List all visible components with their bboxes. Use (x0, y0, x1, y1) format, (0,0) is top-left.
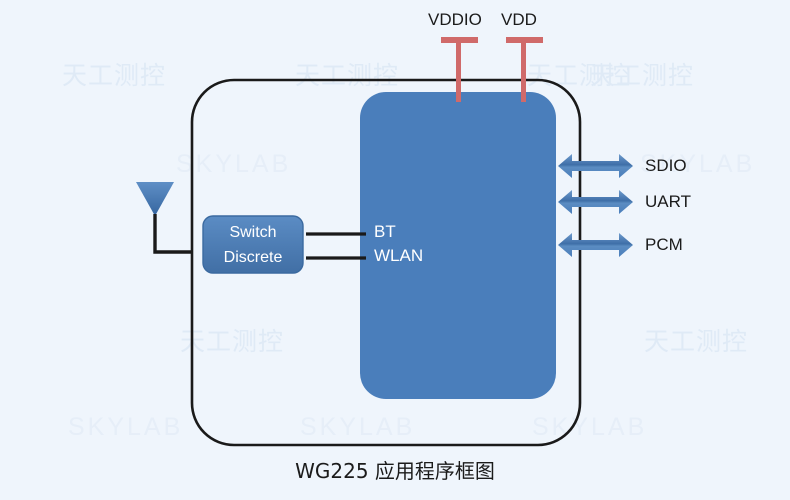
antenna-icon (136, 182, 192, 254)
power-rail-label-vddio: VDDIO (428, 10, 482, 29)
core-module-label-wlan: WLAN (374, 246, 424, 265)
diagram-caption: WG225 应用程序框图 (295, 459, 495, 483)
device-boundary-outline (190, 78, 582, 447)
interface-label-pcm: PCM (645, 235, 683, 254)
power-rail-vdd (506, 37, 543, 102)
switch-discrete-block (202, 215, 304, 274)
interface-label-sdio: SDIO (645, 156, 687, 175)
bus-arrow-sdio (558, 154, 633, 178)
bus-arrow-uart (558, 190, 633, 214)
bt-wlan-module-block (360, 92, 556, 399)
core-module-label-bt: BT (374, 222, 396, 241)
switch-block-label-switch: Switch (229, 224, 277, 241)
power-rail-vddio (441, 37, 478, 102)
bus-arrow-pcm (558, 233, 633, 257)
switch-block-label-discrete: Discrete (223, 249, 283, 266)
power-rail-label-vdd: VDD (501, 10, 537, 29)
interface-label-uart: UART (645, 192, 691, 211)
